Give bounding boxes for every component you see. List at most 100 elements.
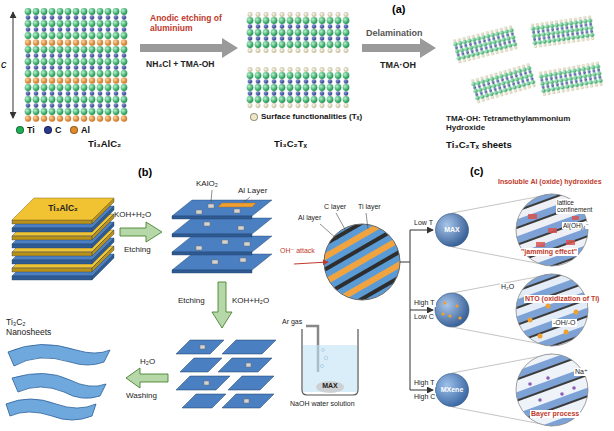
nanosheets-part xyxy=(6,399,96,420)
fragmented-plates-part xyxy=(222,394,274,408)
process-label: Delamination xyxy=(366,28,423,38)
etched-plates-part-part xyxy=(172,218,272,234)
oxidized-sphere-part-part xyxy=(458,316,461,319)
high-t-high-c-zoom-part-part xyxy=(485,323,614,431)
particle-circle xyxy=(436,374,469,407)
material-label: Ti₃C₂ Nanosheets xyxy=(6,318,68,338)
layer-zoom-part xyxy=(324,224,400,300)
reagent-label: TMA·OH xyxy=(380,60,416,70)
delamination-arrow xyxy=(362,38,436,58)
mxene-sheets-part xyxy=(538,61,604,96)
process-label: Anodic etching of aluminium xyxy=(150,14,232,34)
reagent-label: H₂O xyxy=(140,357,155,366)
legend-swatch xyxy=(44,126,52,134)
max-crystal-part xyxy=(24,103,128,108)
low-t-zoom-part-part-part xyxy=(548,228,557,233)
etched-plates-part-part xyxy=(238,226,244,230)
solution-label: NaOH water solution xyxy=(290,400,355,408)
etched-plates-part-part xyxy=(172,254,272,270)
max-crystal-part xyxy=(24,91,128,96)
layer-label: Al layer xyxy=(298,214,321,222)
oxidized-sphere-part xyxy=(441,301,461,319)
condition-arrows-part xyxy=(410,390,433,391)
low-t-zoom-part-part-part xyxy=(536,242,545,247)
high-t-high-c-zoom-part xyxy=(485,323,614,431)
max-crystal-part xyxy=(24,96,128,103)
reagent-label: KOH+H₂O xyxy=(114,210,151,219)
high-t-high-c-zoom-part-part-part xyxy=(572,386,576,390)
beaker: MAX xyxy=(300,329,360,395)
fragmented-plates-part xyxy=(182,394,226,408)
max-plate-stack-part xyxy=(12,276,92,280)
material-label: Ti₃C₂Tₓ xyxy=(274,139,307,150)
mechanism-label: "jamming effect" xyxy=(520,248,578,256)
legend-swatch xyxy=(70,126,78,134)
mxene-multilayer-part xyxy=(246,12,350,53)
mxene-multilayer xyxy=(246,12,350,108)
nanosheets xyxy=(6,344,110,420)
max-plate: Ti₃AlC₂ xyxy=(12,198,114,220)
max-crystal-part xyxy=(24,77,128,84)
layer-zoom-part xyxy=(366,213,368,229)
condition-label: High C xyxy=(413,393,436,401)
etched-plates-part-part xyxy=(172,252,252,255)
high-t-high-c-zoom-part-part-part xyxy=(546,376,550,380)
etching-arrow xyxy=(212,282,232,328)
powder xyxy=(316,381,344,393)
etched-plates-part-part xyxy=(240,258,246,262)
panel-letter: (b) xyxy=(138,166,152,179)
fragmented-plates-part xyxy=(200,345,251,403)
high-t-high-c-zoom-part-part xyxy=(528,376,576,402)
layer-zoom-part xyxy=(294,262,328,264)
low-t-zoom-part-part-part xyxy=(566,240,575,245)
condition-arrows-part xyxy=(410,310,433,311)
max-crystal-part xyxy=(24,8,128,15)
note-label: TMA·OH: Tetramethylammonium Hydroxide xyxy=(446,114,596,132)
max-crystal-part xyxy=(24,115,128,122)
ion-label: Al(OH)₄⁻ xyxy=(562,222,590,229)
fragmented-plates-part xyxy=(176,376,230,390)
etched-plates-part-part xyxy=(204,222,210,226)
process-label: Washing xyxy=(126,391,157,400)
max-plate-stack-part xyxy=(12,252,92,256)
condition-arrows xyxy=(400,230,433,390)
max-crystal-part xyxy=(24,27,128,32)
beaker-wall xyxy=(302,329,358,395)
node-text: MAX xyxy=(322,382,338,390)
fragmented-plates-part xyxy=(218,358,272,372)
layer-label: Al Layer xyxy=(238,186,267,195)
etched-plates-part-part xyxy=(172,234,252,237)
max-crystal-part xyxy=(24,84,128,91)
high-t-low-c-zoom-part-part-part xyxy=(546,304,551,309)
etched-plates-part-part xyxy=(172,236,272,252)
node-text: Ti₃AlC₂ xyxy=(48,204,78,213)
max-plate-stack-part xyxy=(12,236,92,240)
c-axis xyxy=(13,12,14,118)
mechanism-label: lattice confinement xyxy=(556,199,610,214)
mxene-particle: MXene xyxy=(435,373,469,407)
mxene-sheets-part xyxy=(530,15,595,48)
condition-label: High T xyxy=(413,379,436,387)
low-t-zoom-part-part-part xyxy=(528,214,537,219)
mechanism-label: Insoluble Al (oxide) hydroxides xyxy=(498,178,612,186)
reagent-label: NH₄Cl + TMA-OH xyxy=(146,60,215,70)
layer-zoom-part-part xyxy=(277,177,446,346)
particle-circle xyxy=(436,214,469,247)
fragmented-plates-part xyxy=(222,340,276,354)
max-crystal-part xyxy=(24,32,128,39)
product-label: KAlO₂ xyxy=(196,179,218,188)
material-label: Ti₃AlC₂ xyxy=(88,139,121,150)
layer-label: Ti layer xyxy=(358,203,381,211)
etched-plates-part xyxy=(218,203,256,207)
oxidized-sphere-part xyxy=(435,293,469,327)
legend-text: Al xyxy=(81,125,90,135)
oxidized-sphere-part-part xyxy=(441,312,444,315)
low-t-zoom-part-part-part xyxy=(572,216,579,220)
etched-plates-part-part xyxy=(196,246,202,250)
mechanism-label: Bayer process xyxy=(530,410,580,418)
max-crystal-part xyxy=(24,15,128,20)
max-crystal-part xyxy=(24,20,128,27)
etched-plates-part-part xyxy=(172,270,252,273)
legend-text: Ti xyxy=(27,125,35,135)
layer-zoom-part xyxy=(336,213,347,233)
